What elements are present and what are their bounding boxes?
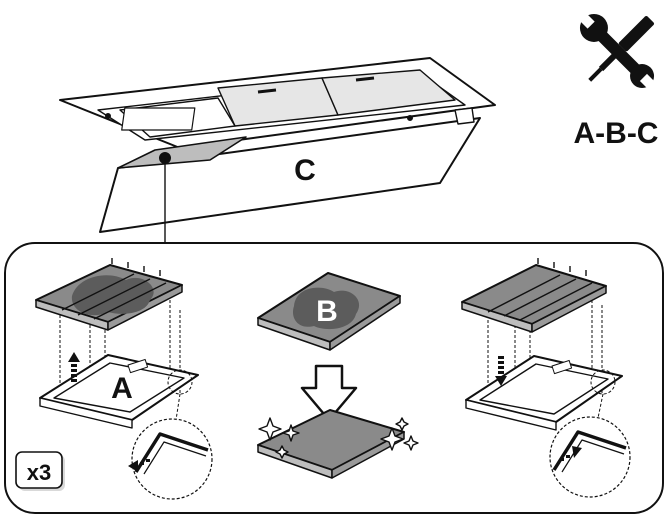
step-remove-filter bbox=[35, 258, 213, 500]
tools-caption: A-B-C bbox=[574, 117, 659, 150]
step-reinstall-filter bbox=[461, 258, 631, 498]
step-label-a: A bbox=[111, 372, 133, 405]
hood-part-label: C bbox=[294, 154, 316, 187]
repeat-count: x3 bbox=[27, 460, 51, 485]
wrench-screwdriver-icon bbox=[577, 11, 657, 91]
repeat-badge: x3 bbox=[15, 451, 65, 491]
step-label-b: B bbox=[316, 295, 338, 328]
step-clean-filter bbox=[257, 272, 419, 479]
range-hood-illustration bbox=[59, 57, 496, 243]
hood-filter-2 bbox=[321, 69, 456, 116]
control-panel bbox=[117, 136, 247, 169]
